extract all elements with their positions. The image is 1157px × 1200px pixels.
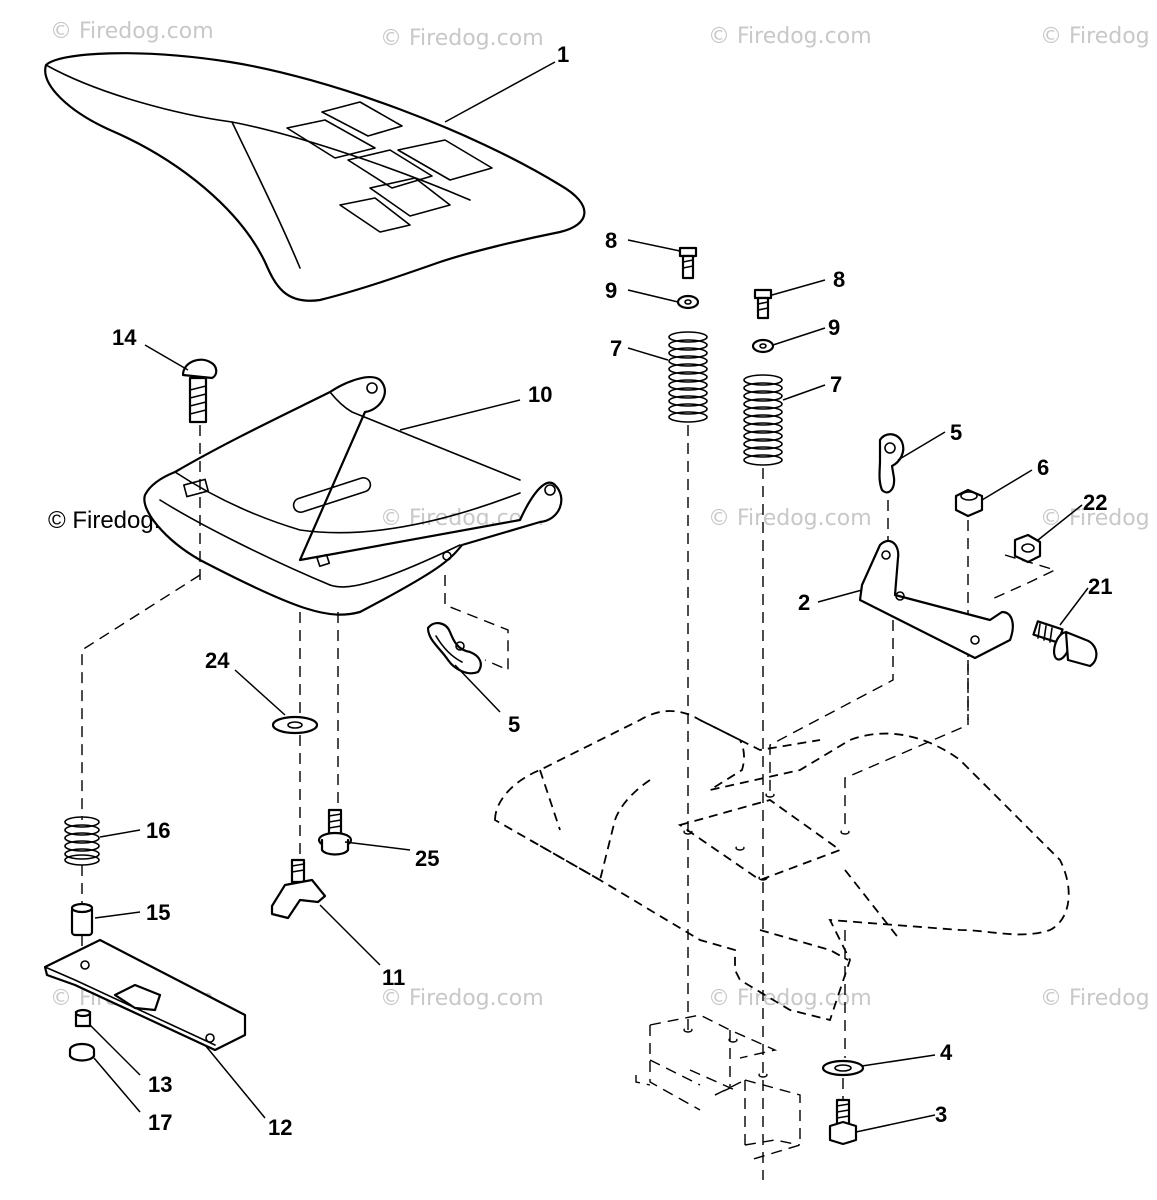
- callout-3: 3: [935, 1102, 947, 1127]
- callout-15: 15: [146, 900, 170, 925]
- flange-bolt: [1032, 620, 1098, 668]
- flat-washer: [271, 715, 319, 735]
- hex-bolt-right: [753, 288, 773, 320]
- callout-14: 14: [112, 325, 137, 350]
- callout-21: 21: [1088, 574, 1112, 599]
- hex-bolt: [74, 1008, 92, 1028]
- adjustment-knob: [270, 858, 327, 920]
- hex-bolt-left: [678, 246, 698, 280]
- frame-bolt: [828, 1098, 858, 1146]
- flat-washer-frame: [821, 1059, 865, 1077]
- callout-labels: 1 14 10 24 5 25 11 16 15 13 17 12 8 9 7 …: [112, 42, 1112, 1140]
- hex-nut: [68, 1042, 96, 1062]
- seat: [44, 52, 586, 302]
- seat-clip-left: [426, 622, 482, 675]
- callout-17: 17: [148, 1110, 172, 1135]
- assembly-line: [769, 620, 894, 795]
- callout-6: 6: [1037, 455, 1049, 480]
- spacer: [70, 902, 94, 937]
- watermark: © Firedog.com: [708, 506, 872, 531]
- slide-bracket: [43, 938, 247, 1052]
- watermark: © Firedog: [1040, 986, 1150, 1011]
- callout-8-left: 8: [605, 228, 617, 253]
- callout-22: 22: [1083, 490, 1107, 515]
- watermark: © Firedog.com: [380, 26, 544, 51]
- lock-washer-left: [676, 294, 700, 310]
- callout-2: 2: [798, 590, 810, 615]
- seat-clip-right: [878, 433, 905, 494]
- callout-9-right: 9: [828, 315, 840, 340]
- flange-nut: [1013, 533, 1042, 564]
- leader-lines: [89, 61, 1089, 1133]
- compression-spring: [64, 816, 100, 866]
- watermark: © Firedog: [1040, 506, 1150, 531]
- lock-nut: [954, 488, 984, 518]
- carriage-bolt: [181, 358, 218, 424]
- watermark: © Firedog.com: [708, 24, 872, 49]
- assembly-line: [844, 660, 969, 830]
- callout-25: 25: [415, 846, 439, 871]
- callout-7-left: 7: [610, 336, 622, 361]
- lock-washer-right: [751, 338, 775, 354]
- callout-5-right: 5: [950, 420, 962, 445]
- watermark: © Firedog.com: [50, 19, 214, 44]
- assembly-line: [81, 574, 201, 820]
- watermark: © Firedog.com: [380, 986, 544, 1011]
- callout-4: 4: [940, 1040, 953, 1065]
- callout-16: 16: [146, 818, 170, 843]
- seat-spring-right: [743, 374, 783, 466]
- callout-11: 11: [382, 965, 405, 990]
- callout-13: 13: [148, 1072, 172, 1097]
- fender-outline: [494, 710, 1070, 1022]
- assembly-line: [989, 554, 1057, 601]
- shoulder-bolt: [317, 808, 353, 856]
- callout-12: 12: [268, 1115, 292, 1140]
- frame-outline: [635, 1014, 801, 1161]
- assembly-line: [444, 575, 509, 672]
- callout-9-left: 9: [605, 278, 617, 303]
- callout-1: 1: [557, 42, 569, 67]
- callout-10: 10: [528, 382, 552, 407]
- callout-7-right: 7: [830, 372, 842, 397]
- callout-5-left: 5: [508, 712, 520, 737]
- watermark: © Firedog.com: [708, 986, 872, 1011]
- callout-24: 24: [205, 648, 230, 673]
- seat-bracket: [858, 539, 1014, 660]
- callout-8-right: 8: [833, 267, 845, 292]
- seat-pan: [143, 375, 563, 616]
- seat-spring-left: [668, 331, 708, 423]
- watermark: © Firedog: [1040, 24, 1150, 49]
